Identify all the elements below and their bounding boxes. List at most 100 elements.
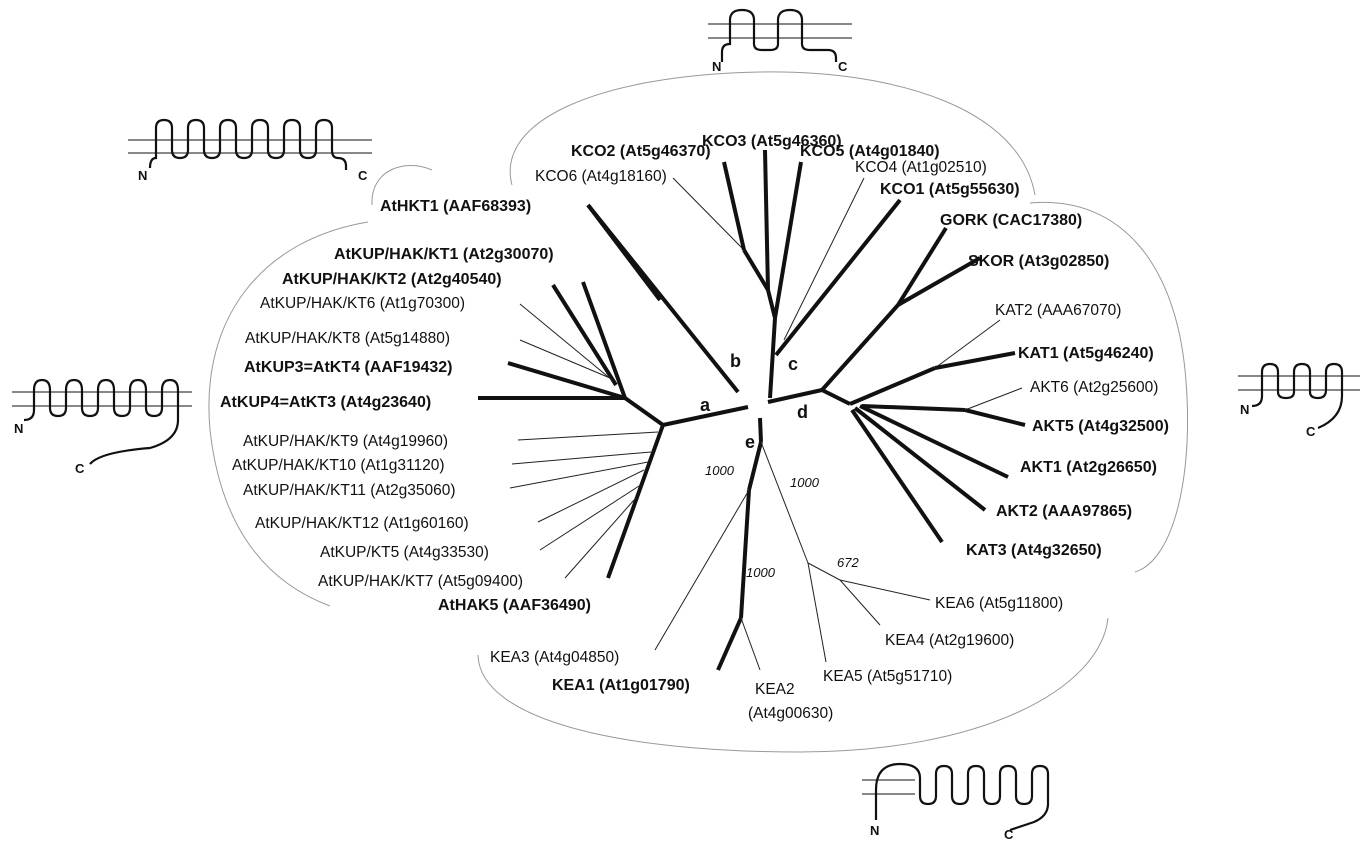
leaf-label-akt6: AKT6 (At2g25600) bbox=[1030, 379, 1158, 396]
branch-kea4 bbox=[839, 579, 881, 626]
leaf-label-gork: GORK (CAC17380) bbox=[940, 212, 1082, 229]
leaf-label-kea4: KEA4 (At2g19600) bbox=[885, 632, 1014, 649]
leaf-label-kup3: AtKUP3=AtKT4 (AAF19432) bbox=[244, 359, 453, 376]
leaf-labels: KCO3 (At5g46360) KCO2 (At5g46370) KCO5 (… bbox=[220, 133, 1169, 722]
branch-e-root bbox=[758, 417, 763, 443]
internal-node-labels: a b c d e bbox=[700, 351, 808, 452]
topology-trace bbox=[148, 118, 348, 170]
leaf-label-kat1: KAT1 (At5g46240) bbox=[1018, 345, 1154, 362]
leaf-label-kco5: KCO5 (At4g01840) bbox=[800, 143, 940, 160]
branch-kup-spine2 bbox=[606, 424, 665, 579]
leaf-label-kco1: KCO1 (At5g55630) bbox=[880, 181, 1020, 198]
branch-kup-kt11 bbox=[509, 461, 649, 489]
leaf-label-kup-kt12: AtKUP/HAK/KT12 (At1g60160) bbox=[255, 515, 469, 532]
c-terminus-label: C bbox=[1306, 424, 1316, 439]
branch-kat12-stem bbox=[849, 366, 936, 406]
branch-athkt1 bbox=[586, 203, 662, 302]
branch-kco4 bbox=[783, 177, 865, 341]
leaf-label-kea2-id: (At4g00630) bbox=[748, 705, 833, 722]
branch-kup-kt10 bbox=[511, 451, 652, 465]
kup-group-outline bbox=[208, 221, 369, 607]
bootstrap-value: 672 bbox=[837, 555, 859, 570]
branch-kup3 bbox=[507, 361, 626, 400]
branch-kco6 bbox=[672, 177, 745, 251]
branch-kup-kt8 bbox=[519, 339, 611, 379]
node-label-d: d bbox=[797, 402, 808, 422]
branch-kea3 bbox=[654, 489, 750, 651]
branch-kea-spine1 bbox=[747, 441, 763, 491]
branch-gork bbox=[896, 226, 948, 307]
leaf-label-kea2-name: KEA2 bbox=[755, 681, 795, 698]
branch-akt5 bbox=[964, 408, 1026, 427]
node-label-b: b bbox=[730, 351, 741, 371]
leaf-label-kup-kt7: AtKUP/HAK/KT7 (At5g09400) bbox=[318, 573, 523, 590]
topology-schematic-kco: N C bbox=[708, 8, 852, 74]
group-outlines bbox=[208, 71, 1189, 753]
kco-group-outline bbox=[509, 71, 1036, 196]
branch-kea5 bbox=[807, 562, 827, 663]
leaf-label-kat2: KAT2 (AAA67070) bbox=[995, 302, 1121, 319]
node-label-c: c bbox=[788, 354, 798, 374]
leaf-label-athak5: AtHAK5 (AAF36490) bbox=[438, 597, 591, 614]
leaf-label-kup-kt2: AtKUP/HAK/KT2 (At2g40540) bbox=[282, 271, 502, 288]
node-label-a: a bbox=[700, 395, 711, 415]
n-terminus-label: N bbox=[1240, 402, 1249, 417]
leaf-label-kup-kt11: AtKUP/HAK/KT11 (At2g35060) bbox=[243, 482, 456, 499]
branch-kea-spine3 bbox=[760, 441, 809, 564]
branch-kco-spine2 bbox=[742, 248, 770, 292]
leaf-label-kea6: KEA6 (At5g11800) bbox=[935, 595, 1063, 612]
tree-branches bbox=[478, 149, 1026, 671]
n-terminus-label: N bbox=[712, 59, 721, 74]
c-terminus-label: C bbox=[1004, 827, 1014, 841]
n-terminus-label: N bbox=[138, 168, 147, 183]
leaf-label-kup-kt8: AtKUP/HAK/KT8 (At5g14880) bbox=[245, 330, 450, 347]
branch-kea2 bbox=[740, 617, 761, 671]
branch-kup-kt1 bbox=[581, 281, 627, 399]
branch-d-root bbox=[767, 388, 823, 404]
topology-schematic-akt: N C bbox=[1238, 362, 1360, 439]
topology-trace bbox=[874, 762, 1050, 832]
leaf-label-akt5: AKT5 (At4g32500) bbox=[1032, 418, 1169, 435]
leaf-label-kea3: KEA3 (At4g04850) bbox=[490, 649, 619, 666]
branch-a-root bbox=[662, 405, 749, 427]
leaf-label-kup4: AtKUP4=AtKT3 (At4g23640) bbox=[220, 394, 431, 411]
branch-kup-spine1 bbox=[623, 396, 665, 427]
branch-kco2 bbox=[722, 161, 746, 251]
branch-kea-spine2 bbox=[739, 489, 751, 619]
topology-schematic-kup: N C bbox=[12, 378, 192, 476]
leaf-label-akt2: AKT2 (AAA97865) bbox=[996, 503, 1132, 520]
branch-kup-kt6 bbox=[519, 303, 613, 381]
branch-kea-672 bbox=[807, 562, 841, 581]
branch-kup-kt12 bbox=[537, 469, 645, 523]
branch-kup-kt7 bbox=[564, 499, 635, 579]
leaf-label-kco3: KCO3 (At5g46360) bbox=[702, 133, 842, 150]
topology-trace bbox=[23, 378, 180, 465]
branch-kat3 bbox=[850, 408, 944, 544]
leaf-label-kup-kt10: AtKUP/HAK/KT10 (At1g31120) bbox=[232, 457, 445, 474]
leaf-label-kup-kt5: AtKUP/KT5 (At4g33530) bbox=[320, 544, 489, 561]
c-terminus-label: C bbox=[358, 168, 368, 183]
branch-c-root bbox=[768, 317, 777, 399]
branch-kat2 bbox=[934, 319, 1001, 369]
leaf-label-akt1: AKT1 (At2g26650) bbox=[1020, 459, 1157, 476]
branch-kat-spine2 bbox=[821, 388, 851, 406]
leaf-label-kco2: KCO2 (At5g46370) bbox=[571, 143, 711, 160]
branch-kco5 bbox=[773, 161, 803, 319]
branch-kea6 bbox=[839, 579, 931, 601]
c-terminus-label: C bbox=[838, 59, 848, 74]
leaf-label-kco4: KCO4 (At1g02510) bbox=[855, 159, 987, 176]
kea-group-outline bbox=[477, 617, 1109, 753]
bootstrap-value: 1000 bbox=[746, 565, 776, 580]
branch-kup-kt5 bbox=[539, 485, 640, 551]
n-terminus-label: N bbox=[870, 823, 879, 838]
leaf-label-kat3: KAT3 (At4g32650) bbox=[966, 542, 1102, 559]
branch-skor bbox=[897, 256, 981, 307]
n-terminus-label: N bbox=[14, 421, 23, 436]
node-label-e: e bbox=[745, 432, 755, 452]
kat-group-outline bbox=[1029, 201, 1189, 573]
leaf-label-kup-kt1: AtKUP/HAK/KT1 (At2g30070) bbox=[334, 246, 554, 263]
branch-kco3 bbox=[763, 149, 770, 291]
c-terminus-label: C bbox=[75, 461, 85, 476]
topology-schematic-kea: N C bbox=[862, 762, 1050, 841]
